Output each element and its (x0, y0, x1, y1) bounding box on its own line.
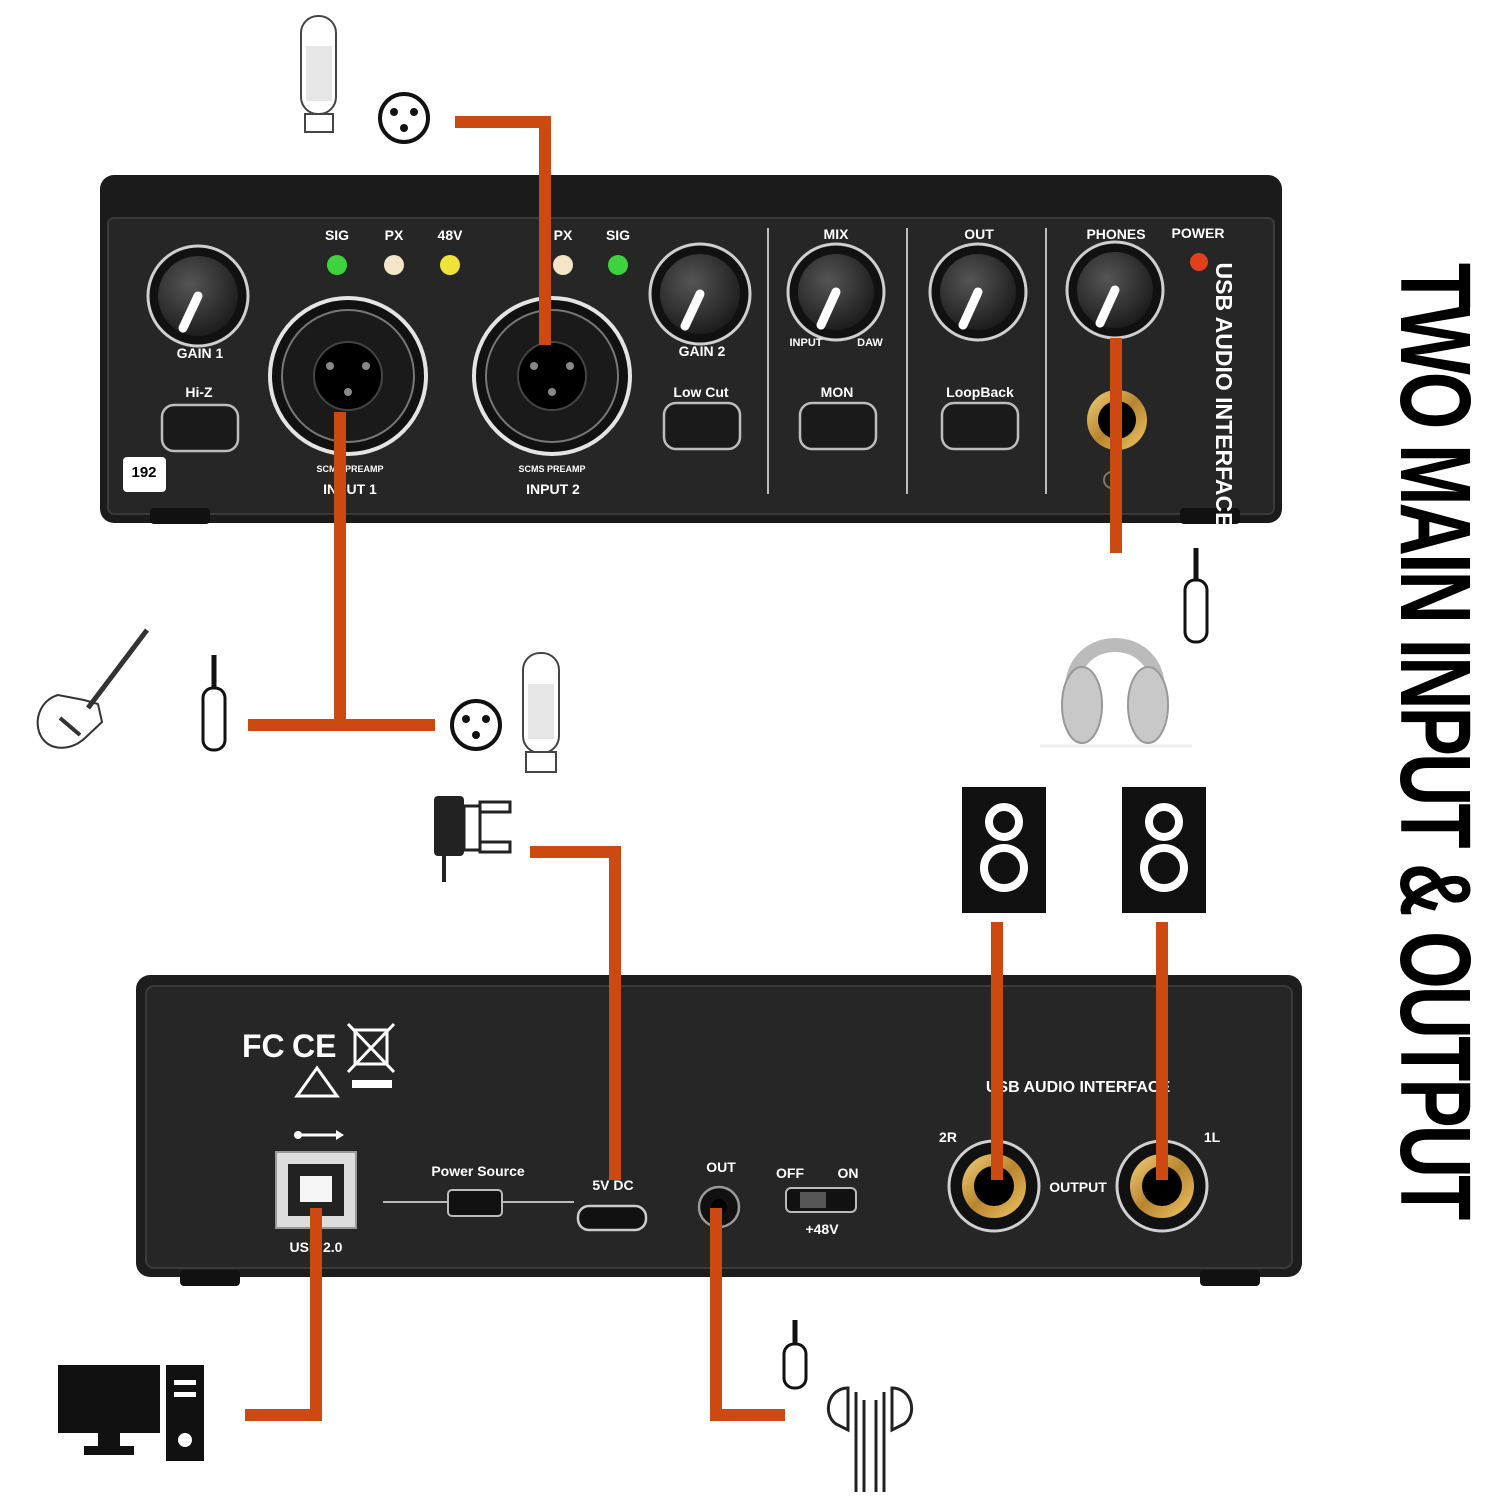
led-label-px-2: PX (554, 227, 573, 243)
xlr-connector-icon (378, 92, 430, 144)
cables (245, 116, 1168, 1421)
led-label-sig-1: SIG (325, 227, 349, 243)
phantom-on-label: ON (838, 1165, 859, 1181)
signal-led-1 (327, 255, 347, 275)
rear-title: USB AUDIO INTERFACE (986, 1079, 1171, 1096)
input-1-combo-jack[interactable] (268, 296, 428, 456)
mix-input-label: INPUT (790, 337, 823, 349)
lowcut-label: Low Cut (673, 384, 729, 400)
sample-rate-badge-text: 192 (131, 464, 156, 481)
gain-1-label: GAIN 1 (177, 345, 224, 361)
left-output-jack[interactable] (1115, 1139, 1209, 1233)
phones-knob[interactable] (1065, 240, 1165, 340)
phantom-off-label: OFF (776, 1165, 804, 1181)
power-source-switch[interactable] (447, 1189, 503, 1217)
power-led (1190, 253, 1208, 271)
fcc-mark: FC (242, 1028, 285, 1064)
mon-button[interactable] (798, 401, 878, 451)
gain-1-knob[interactable] (146, 244, 250, 348)
rear-panel: FC CE USB AUDIO INTERFACE USB 2.0 Power … (136, 975, 1302, 1286)
jack-plug-icon (782, 1320, 808, 1390)
loopback-label: LoopBack (946, 384, 1014, 400)
power-label: POWER (1172, 225, 1225, 241)
power-source-label: Power Source (431, 1163, 525, 1179)
mon-label: MON (821, 384, 854, 400)
ce-mark: CE (292, 1028, 336, 1064)
loopback-button[interactable] (940, 401, 1020, 451)
led-label-48v: 48V (438, 227, 464, 243)
dc-label: 5V DC (592, 1177, 633, 1193)
px-led-1 (384, 255, 404, 275)
guitar-icon (36, 628, 149, 749)
hiz-label: Hi-Z (185, 384, 213, 400)
led-label-sig-2: SIG (606, 227, 630, 243)
mix-knob[interactable] (786, 242, 886, 342)
right-output-jack[interactable] (947, 1139, 1041, 1233)
out-label: OUT (964, 226, 994, 242)
speaker-icon (962, 787, 1046, 913)
phantom-label: +48V (805, 1221, 839, 1237)
earbuds-icon (826, 1386, 914, 1492)
hiz-button[interactable] (160, 403, 240, 453)
weee-icon (346, 1022, 396, 1088)
led-label-px-1: PX (385, 227, 404, 243)
preamp-label-1: SCMS PREAMP (316, 464, 383, 474)
xlr-connector-icon (450, 699, 502, 751)
usb-c-port[interactable] (576, 1204, 648, 1232)
preamp-label-2: SCMS PREAMP (518, 464, 585, 474)
microphone-icon (300, 15, 337, 133)
speaker-icon (1122, 787, 1206, 913)
gain-2-label: GAIN 2 (679, 343, 726, 359)
right-output-label: 2R (939, 1129, 957, 1145)
rear-out-label: OUT (706, 1159, 736, 1175)
headphones-icon (1040, 638, 1192, 748)
px-led-2 (553, 255, 573, 275)
microphone-icon (522, 652, 560, 773)
phones-label: PHONES (1086, 226, 1145, 242)
phantom-led (440, 255, 460, 275)
sample-rate-badge (123, 457, 166, 492)
power-adapter-icon (434, 796, 512, 882)
mix-label: MIX (824, 226, 850, 242)
low-cut-button[interactable] (662, 401, 742, 451)
left-output-label: 1L (1204, 1129, 1221, 1145)
input-2-label: INPUT 2 (526, 481, 580, 497)
jack-plug-icon (1183, 548, 1209, 644)
output-label: OUTPUT (1049, 1179, 1107, 1195)
headline: TWO MAIN INPUT & OUTPUT (1379, 262, 1492, 1218)
front-panel: SIG PX 48V PX SIG GAIN 1 GAIN 2 MIX INPU… (100, 175, 1282, 527)
input-2-combo-jack[interactable] (472, 296, 632, 456)
usb-icon (294, 1130, 344, 1140)
mix-daw-label: DAW (857, 337, 883, 349)
input-1-label: INPUT 1 (323, 481, 377, 497)
out-knob[interactable] (928, 242, 1028, 342)
gain-2-knob[interactable] (648, 242, 752, 346)
rcm-icon (294, 1065, 340, 1098)
brand-label: USB AUDIO INTERFACE (1211, 263, 1237, 528)
jack-plug-icon (201, 655, 227, 752)
signal-led-2 (608, 255, 628, 275)
computer-icon (58, 1365, 204, 1461)
